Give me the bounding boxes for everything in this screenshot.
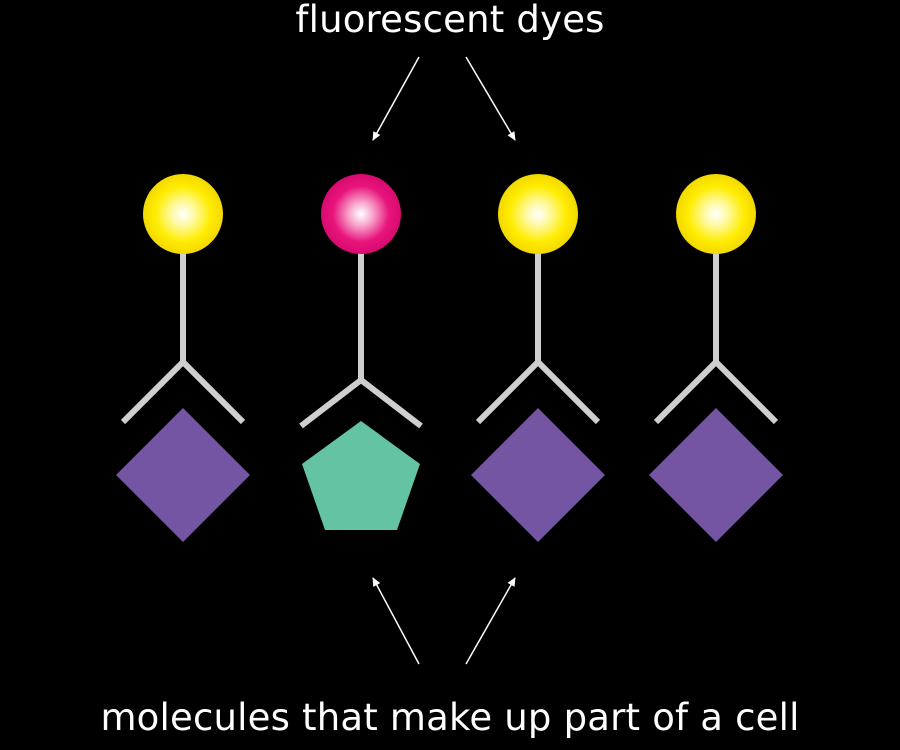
antibody-arms [475,357,601,425]
probe-1 [116,174,250,542]
antibody-arms [653,357,779,425]
arrow-to-magenta-dye [372,56,420,141]
arrow-to-yellow-dye [465,56,516,141]
probe-4 [649,174,783,542]
probe-3 [471,174,605,542]
pentagon-molecule [302,421,420,530]
yellow-dye [498,174,578,254]
antibody-arms [299,376,423,429]
yellow-dye [676,174,756,254]
diamond-molecule [116,408,250,542]
magenta-dye [321,174,401,254]
probe-2 [299,174,423,530]
yellow-dye [143,174,223,254]
cell-molecules-label: molecules that make up part of a cell [100,696,800,739]
arrow-to-pentagon-molecule [372,577,420,665]
fluorescent-dyes-label: fluorescent dyes [295,0,605,41]
diamond-molecule [649,408,783,542]
antibody-arms [120,357,246,425]
arrow-to-diamond-molecule [465,577,516,665]
diamond-molecule [471,408,605,542]
